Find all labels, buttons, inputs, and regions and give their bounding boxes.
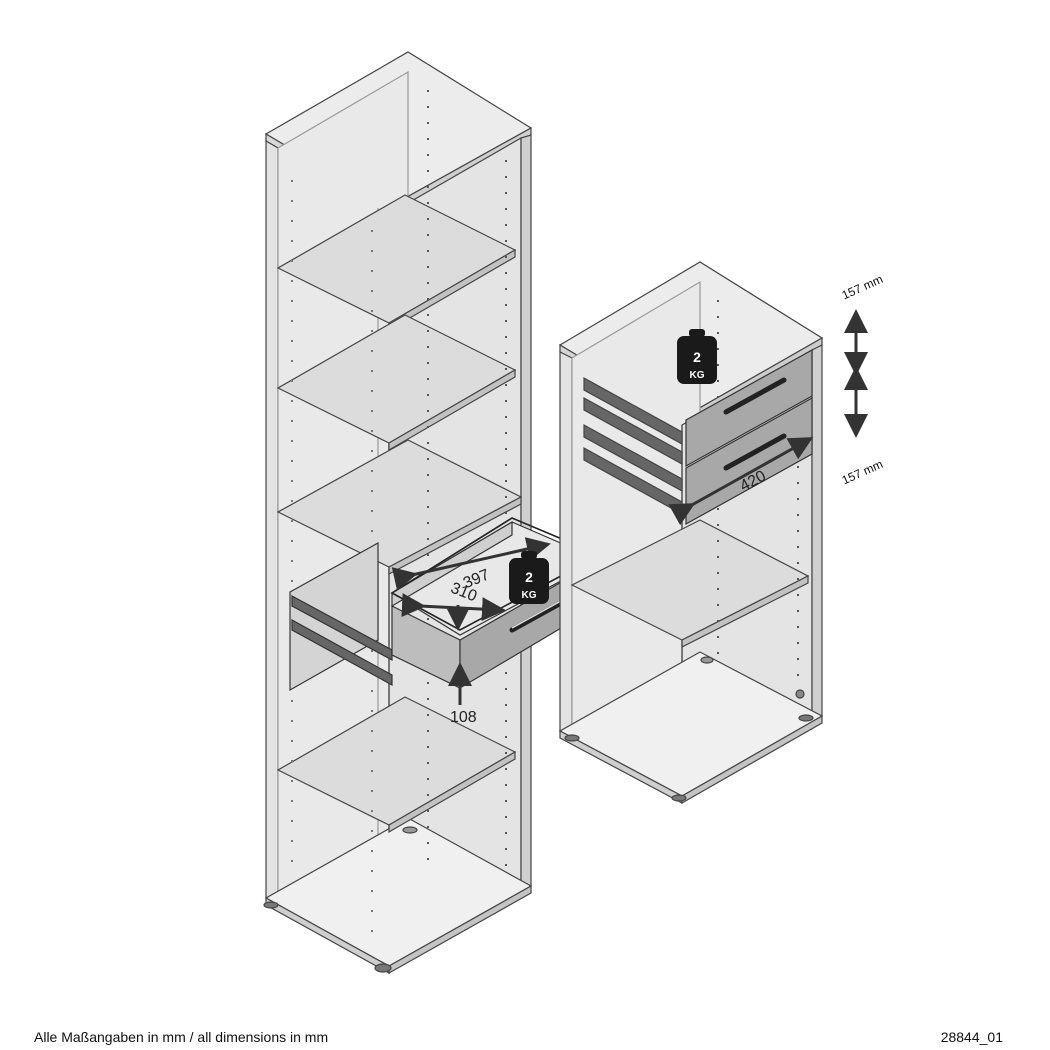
product-code: 28844_01 <box>940 1029 1003 1045</box>
weight-unit: KG <box>522 590 537 601</box>
tall-unit-shelf-edge <box>388 750 516 834</box>
cabinet-width-arrow <box>668 437 814 526</box>
cabinet-drawer-handle[interactable] <box>723 377 787 415</box>
tall-unit-shelf-edge <box>388 368 516 452</box>
dimensions-note: Alle Maßangaben in mm / all dimensions i… <box>34 1029 329 1045</box>
cabinet-left-side <box>559 351 573 740</box>
tall-unit-right-side-edge <box>520 134 532 891</box>
cabinet-foot <box>564 734 580 742</box>
drawer-rail <box>291 594 393 662</box>
tall-shelf-unit <box>263 51 533 975</box>
tall-unit-left-side <box>265 139 279 907</box>
drawer-rail <box>291 618 393 687</box>
weight-icon: 2 KG <box>509 551 549 604</box>
cabinet-foot <box>671 794 687 802</box>
tall-unit-foot <box>402 826 418 834</box>
weight-icon: 2 KG <box>677 329 717 384</box>
cabinet-foot <box>798 714 814 722</box>
cabinet-right-edge <box>811 344 823 721</box>
bottom-gap-label: 157 mm <box>840 457 885 487</box>
drawer-dimensions <box>391 537 551 705</box>
depth-arrow <box>391 537 551 591</box>
weight-value: 2 <box>693 349 701 365</box>
cabinet-shelf-edge <box>681 575 809 648</box>
top-gap-label: 157 mm <box>840 272 885 302</box>
weight-value: 2 <box>525 569 533 585</box>
drawer-height-label: 108 <box>450 709 477 726</box>
cabinet-lock[interactable] <box>795 689 805 699</box>
tall-unit-foot <box>374 963 392 973</box>
tall-unit-foot <box>263 901 279 909</box>
weight-unit: KG <box>690 370 705 381</box>
drawer-frame-back <box>289 541 379 692</box>
cabinet-foot <box>700 656 714 664</box>
